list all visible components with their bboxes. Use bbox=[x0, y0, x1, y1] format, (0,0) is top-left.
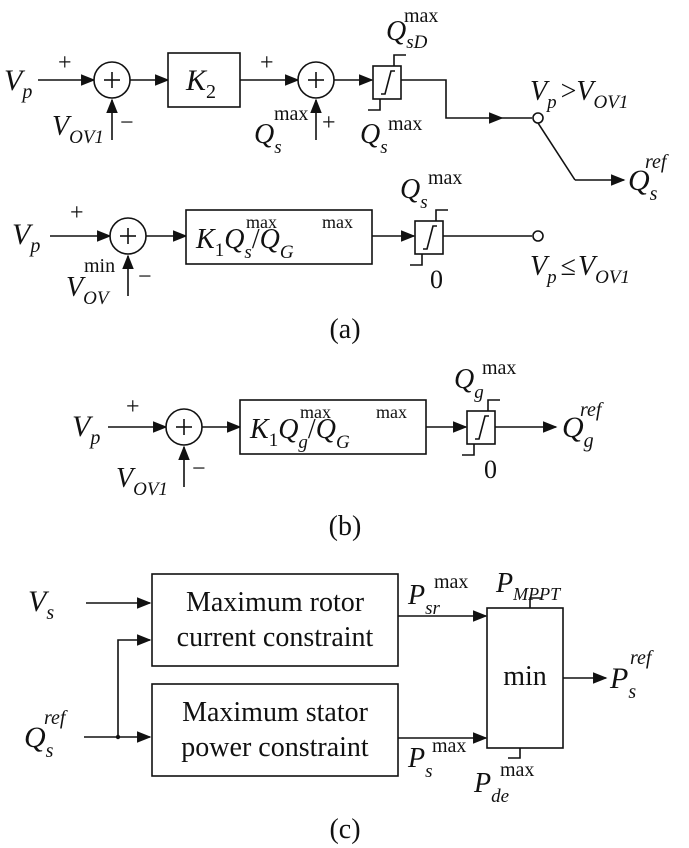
sum-junction-a2 bbox=[297, 61, 335, 99]
vovmin-label: VOV bbox=[66, 272, 111, 309]
sum-junction-b bbox=[165, 408, 203, 446]
qgmax-sup: max bbox=[482, 357, 516, 379]
limiter-a1 bbox=[368, 54, 406, 111]
qsmax-label: Qs bbox=[254, 119, 282, 158]
psrmax-label: Psr bbox=[407, 580, 441, 619]
diagram-c: Vs Maximum rotor current constraint Qs r… bbox=[24, 568, 654, 845]
vp-label-a1: Vp bbox=[4, 64, 32, 103]
caption-b: (b) bbox=[329, 511, 362, 542]
zero-label-a: 0 bbox=[430, 265, 443, 294]
qgref-sup: ref bbox=[580, 399, 604, 421]
pmppt-label: PMPPT bbox=[495, 568, 562, 604]
qsmax-lower-sup: max bbox=[388, 113, 422, 135]
cond-gt: Vp>VOV1 bbox=[530, 76, 628, 113]
pdemax-label: Pde bbox=[473, 768, 509, 807]
stator-block-line1: Maximum stator bbox=[182, 697, 369, 728]
switch-contact-bottom bbox=[532, 230, 544, 242]
pde-tick bbox=[508, 748, 521, 759]
qsref-input-sup: ref bbox=[44, 707, 68, 729]
pdemax-sup: max bbox=[500, 759, 534, 781]
limiter-a2 bbox=[410, 209, 448, 266]
rotor-constraint-block bbox=[151, 573, 399, 667]
gain-b-sup2: max bbox=[376, 402, 407, 422]
plus-sign: + bbox=[70, 200, 84, 226]
k2-gain-block bbox=[167, 52, 241, 108]
plus-sign: + bbox=[126, 394, 140, 420]
cond-le: Vp≤VOV1 bbox=[530, 251, 630, 288]
plus-sign: + bbox=[260, 50, 274, 76]
gain-a-sup1: max bbox=[246, 212, 277, 232]
sum-junction-a3 bbox=[109, 217, 147, 255]
min-label: min bbox=[503, 661, 547, 692]
branch-node bbox=[115, 734, 121, 740]
stator-block-line2: power constraint bbox=[181, 732, 369, 763]
switch-blade bbox=[537, 122, 576, 181]
qsmax-sup-a2: max bbox=[428, 167, 462, 189]
gain-block-a bbox=[185, 209, 373, 265]
minus-sign: − bbox=[120, 110, 134, 136]
vs-label: Vs bbox=[28, 585, 54, 624]
plus-sign: + bbox=[58, 50, 72, 76]
qgref-label: Qg bbox=[562, 411, 594, 452]
k2-label: K2 bbox=[185, 64, 216, 103]
qsdmax-sup: max bbox=[404, 5, 438, 27]
switch-contact-top bbox=[532, 112, 544, 124]
gain-a-sup2: max bbox=[322, 212, 353, 232]
rotor-block-line2: current constraint bbox=[177, 622, 374, 653]
qsmax-lower-label: Qs bbox=[360, 119, 388, 158]
qsref-branch bbox=[117, 634, 152, 737]
pmppt-tick bbox=[529, 597, 542, 608]
qsmax-sup: max bbox=[274, 103, 308, 125]
psmax-label: Ps bbox=[407, 743, 433, 782]
diagram-a: Vp + VOV1 − K2 + Qs max + bbox=[4, 5, 669, 345]
qsref-input-label: Qs bbox=[24, 721, 54, 762]
stator-constraint-block bbox=[151, 683, 399, 777]
psref-sup: ref bbox=[630, 647, 654, 669]
vov1-label-b: VOV1 bbox=[116, 463, 168, 500]
vp-label-b: Vp bbox=[72, 410, 100, 449]
plus-sign: + bbox=[322, 110, 336, 136]
qsref-sup: ref bbox=[645, 151, 669, 173]
caption-c: (c) bbox=[329, 814, 360, 845]
min-block bbox=[486, 607, 564, 749]
minus-sign: − bbox=[138, 264, 152, 290]
diagram-b: Vp + VOV1 − K1Qg/QG max max Qg max 0 Qg … bbox=[72, 357, 604, 542]
rotor-block-line1: Maximum rotor bbox=[186, 587, 365, 618]
qsmax-label-a2: Qs bbox=[400, 174, 428, 213]
qsdmax-label: QsD bbox=[386, 16, 428, 53]
vovmin-sup: min bbox=[84, 255, 115, 277]
psref-label: Ps bbox=[609, 662, 636, 703]
psmax-sup: max bbox=[432, 735, 466, 757]
caption-a: (a) bbox=[329, 314, 360, 345]
gain-b-sup1: max bbox=[300, 402, 331, 422]
gain-a-label: K1Qs/QG bbox=[195, 224, 294, 263]
vp-label-a2: Vp bbox=[12, 218, 40, 257]
limiter-a1-output bbox=[401, 79, 504, 124]
gain-block-b bbox=[239, 399, 427, 455]
vov1-label: VOV1 bbox=[52, 111, 104, 148]
sum-junction-a1 bbox=[93, 61, 131, 99]
minus-sign: − bbox=[192, 456, 206, 482]
gain-b-label: K1Qg/QG bbox=[249, 414, 350, 453]
qgmax-label: Qg bbox=[454, 364, 484, 403]
zero-label-b: 0 bbox=[484, 455, 497, 484]
qsref-label: Qs bbox=[628, 164, 658, 205]
psrmax-sup: max bbox=[434, 571, 468, 593]
limiter-b bbox=[462, 399, 500, 456]
